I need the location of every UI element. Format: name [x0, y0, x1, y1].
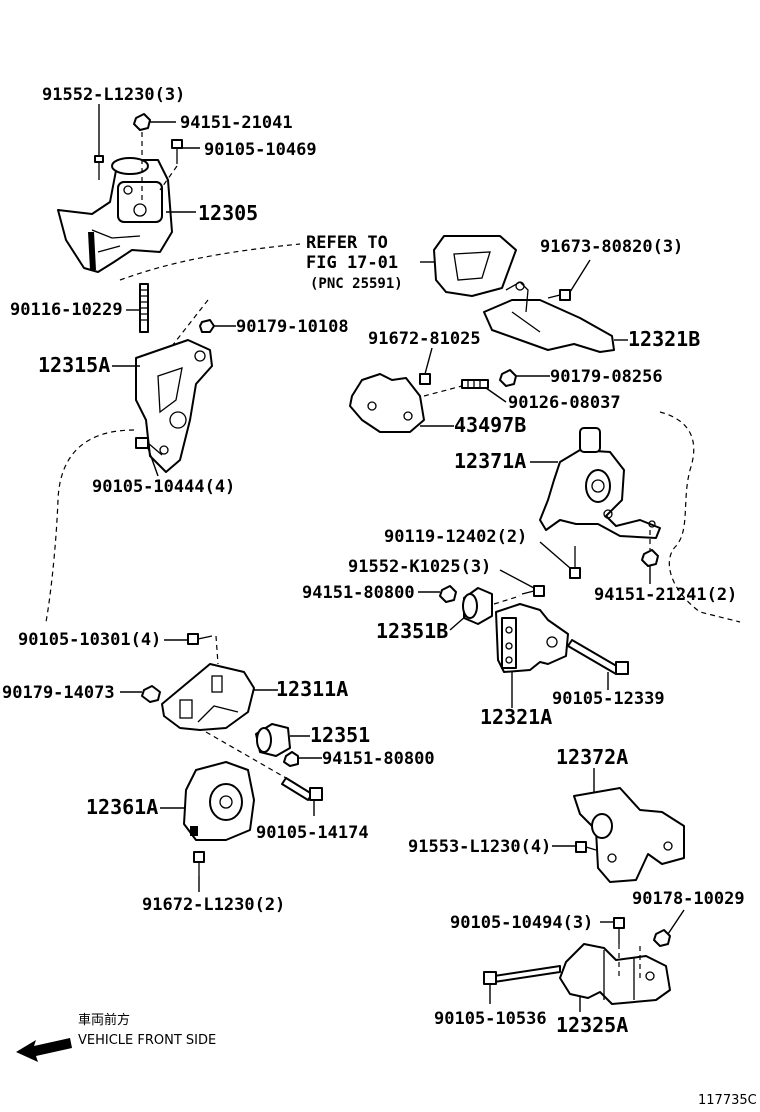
label-90179-14073: 90179-14073: [2, 683, 115, 703]
bracket-12311A: [161, 663, 255, 731]
bolt-91672-81025: [419, 373, 431, 385]
label-94151-21241: 94151-21241(2): [594, 585, 737, 605]
bushing-12351: [255, 723, 291, 757]
label-90105-10536: 90105-10536: [434, 1009, 547, 1029]
bracket-12315A: [135, 339, 213, 473]
guide-line: [215, 635, 219, 665]
label-90179-08256: 90179-08256: [550, 367, 663, 387]
stud-90126-08037: [461, 379, 489, 389]
mount-12371A: [539, 427, 661, 539]
nut-90178-10029: [653, 929, 671, 947]
leader-line: [667, 909, 685, 935]
nut-94151-21041: [133, 113, 151, 131]
label-94151-80800-a: 94151-80800: [302, 583, 415, 603]
vehicle-front-arrow-icon: [16, 1038, 72, 1062]
stud-90116-10229: [139, 283, 149, 333]
bolt-90105-14174: [281, 777, 323, 801]
mount-12361A: [183, 761, 255, 841]
label-90105-10469: 90105-10469: [204, 140, 317, 160]
label-12325A: 12325A: [556, 1013, 628, 1037]
label-90119-12402: 90119-12402(2): [384, 527, 527, 547]
vehicle-front-label-en: VEHICLE FRONT SIDE: [78, 1033, 216, 1048]
figure-code: 117735C: [698, 1093, 757, 1108]
bolt-90105-10536: [483, 965, 561, 985]
label-90105-10494: 90105-10494(3): [450, 913, 593, 933]
label-12305: 12305: [198, 201, 258, 225]
label-94151-80800-b: 94151-80800: [322, 749, 435, 769]
nut-94151-80800-a: [439, 585, 457, 603]
reference-boundary-line: [45, 429, 135, 623]
label-91672-81025: 91672-81025: [368, 329, 481, 349]
leader-line: [539, 541, 571, 569]
label-43497B: 43497B: [454, 413, 526, 437]
label-91552-l1230: 91552-L1230(3): [42, 85, 185, 105]
bracket-upper-right: [433, 235, 517, 297]
label-90105-10444: 90105-10444(4): [92, 477, 235, 497]
bracket-12321A: [495, 603, 569, 673]
guide-line: [159, 165, 178, 191]
bracket-43497B: [349, 373, 425, 433]
label-12311A: 12311A: [276, 677, 348, 701]
part-12305-engine-mount: [57, 157, 173, 273]
guide-line: [493, 595, 521, 605]
nut-90179-08256: [499, 369, 517, 387]
reference-boundary-line: [659, 411, 741, 623]
label-12371A: 12371A: [454, 449, 526, 473]
label-12321A: 12321A: [480, 705, 552, 729]
bolt-91552-k1025: [521, 585, 545, 597]
label-90105-10301: 90105-10301(4): [18, 630, 161, 650]
label-90178-10029: 90178-10029: [632, 889, 745, 909]
label-91673-80820: 91673-80820(3): [540, 237, 683, 257]
leader-line: [147, 447, 159, 477]
nut-94151-21241: [641, 549, 659, 567]
leader-line: [424, 347, 433, 375]
label-12361A: 12361A: [86, 795, 158, 819]
nut-90179-14073: [141, 685, 161, 703]
refer-note-line1: REFER TO: [306, 233, 388, 253]
nut-90179-10108: [199, 319, 215, 333]
reference-boundary-line: [119, 243, 301, 281]
bolt-90105-10444: [135, 437, 163, 456]
label-94151-21041: 94151-21041: [180, 113, 293, 133]
bolt-90105-10301: [187, 633, 213, 645]
label-91672-l1230: 91672-L1230(2): [142, 895, 285, 915]
label-91553-l1230: 91553-L1230(4): [408, 837, 551, 857]
guide-line: [423, 385, 463, 397]
label-12372A: 12372A: [556, 745, 628, 769]
bolt-91552-l1230: [94, 155, 104, 180]
label-90105-12339: 90105-12339: [552, 689, 665, 709]
label-12315A: 12315A: [38, 353, 110, 377]
refer-note-line2: FIG 17-01: [306, 253, 398, 273]
label-90126-08037: 90126-08037: [508, 393, 621, 413]
bracket-12372A: [573, 787, 685, 883]
label-12351B: 12351B: [376, 619, 448, 643]
vehicle-front-label-jp: 車両前方: [78, 1012, 130, 1028]
bolt-91673-80820: [547, 289, 571, 301]
bushing-12351B: [462, 587, 493, 625]
leader-line: [499, 569, 535, 589]
label-12351: 12351: [310, 723, 370, 747]
leader-line: [485, 387, 507, 403]
bolt-91553-l1230: [575, 841, 597, 853]
label-12321B: 12321B: [628, 327, 700, 351]
label-91552-k1025: 91552-K1025(3): [348, 557, 491, 577]
bracket-12321B: [483, 281, 615, 353]
label-90179-10108: 90179-10108: [236, 317, 349, 337]
nut-94151-80800-b: [283, 751, 299, 767]
leader-line: [569, 259, 591, 293]
bolt-90119-12402: [569, 546, 581, 579]
bolt-90105-10469: [171, 139, 183, 164]
bolt-91672-l1230: [193, 851, 205, 876]
bolt-90105-12339: [567, 639, 629, 675]
label-90105-14174: 90105-14174: [256, 823, 369, 843]
refer-note-line3: (PNC 25591): [310, 276, 403, 292]
guide-line: [205, 731, 301, 787]
bracket-12325A: [559, 943, 671, 1005]
label-90116-10229: 90116-10229: [10, 300, 123, 320]
guide-line: [171, 299, 209, 347]
leader-line: [449, 615, 467, 631]
bolt-90105-10494: [613, 917, 625, 944]
